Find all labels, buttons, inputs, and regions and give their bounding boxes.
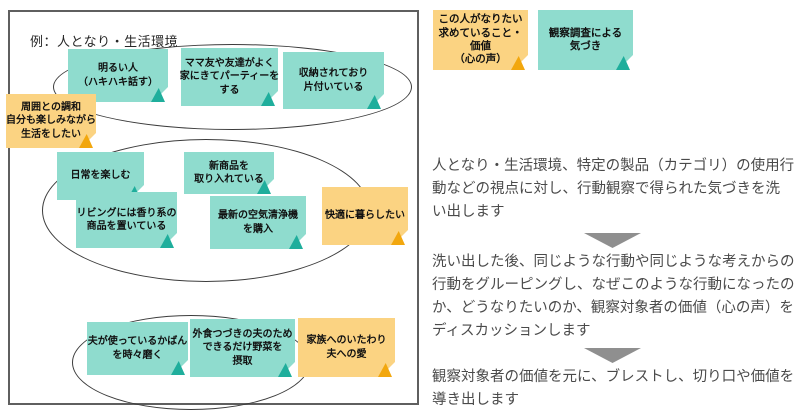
down-arrow-icon [584,348,641,363]
note-vegetables-for-husband: 外食つづきの夫のため できるだけ野菜を 摂取 [190,319,295,377]
board-title: 例：人となり・生活環境 [30,34,179,49]
note-text: 家族へのいたわり 夫への愛 [306,335,387,360]
note-text: 最新の空気清浄機 を購入 [218,210,298,235]
note-text: ママ友や友達がよく 家にきてパーティーを する [179,58,280,96]
note-value-harmony: 周囲との調和 自分も楽しみながら 生活をしたい [6,94,96,148]
note-polish-husband-bag: 夫が使っているかばん を時々磨く [87,322,188,375]
note-scented-products: リビングには香り系の 商品を置いている [76,192,177,248]
note-text: 収納されており 片付いている [298,68,369,93]
note-cheerful-person: 明るい人 （ハキハキ話す） [68,49,168,102]
note-new-products: 新商品を 取り入れている [184,152,274,194]
note-air-purifier: 最新の空気清浄機 を購入 [210,196,306,249]
note-value-family-care: 家族へのいたわり 夫への愛 [298,318,395,377]
note-text: リビングには香り系の 商品を置いている [76,207,177,232]
process-step-1: 人となり・生活環境、特定の製品（カテゴリ）の使用行 動などの視点に対し、行動観察… [432,158,795,220]
process-step-2: 洗い出した後、同じような行動や同じような考えからの 行動をグルーピングし、なぜこ… [432,254,795,339]
down-arrow-icon [584,233,641,248]
group-ellipse-personality [53,44,412,130]
note-text: 新商品を 取り入れている [194,160,264,185]
note-text: 夫が使っているかばん を時々磨く [87,336,188,361]
legend-text: 観察調査による 気づき [548,26,623,52]
legend-text: この人がなりたい 求めていること・ 価値 （心の声） [438,13,523,66]
note-text: 周囲との調和 自分も楽しみながら 生活をしたい [6,102,96,140]
note-tidy-storage: 収納されており 片付いている [283,52,384,109]
process-step-3: 観察対象者の価値を元に、ブレストし、切り口や価値を 導き出します [432,369,795,408]
note-friends-party: ママ友や友達がよく 家にきてパーティーを する [179,48,280,106]
note-text: 明るい人 （ハキハキ話す） [78,63,158,88]
legend-value-note: この人がなりたい 求めていること・ 価値 （心の声） [433,10,528,70]
note-text: 外食つづきの夫のため できるだけ野菜を 摂取 [192,329,293,367]
note-value-comfortable-living: 快適に暮らしたい [322,187,408,245]
note-text: 日常を楽しむ [70,170,131,182]
note-text: 快適に暮らしたい [325,210,405,222]
legend-finding-note: 観察調査による 気づき [538,10,633,70]
